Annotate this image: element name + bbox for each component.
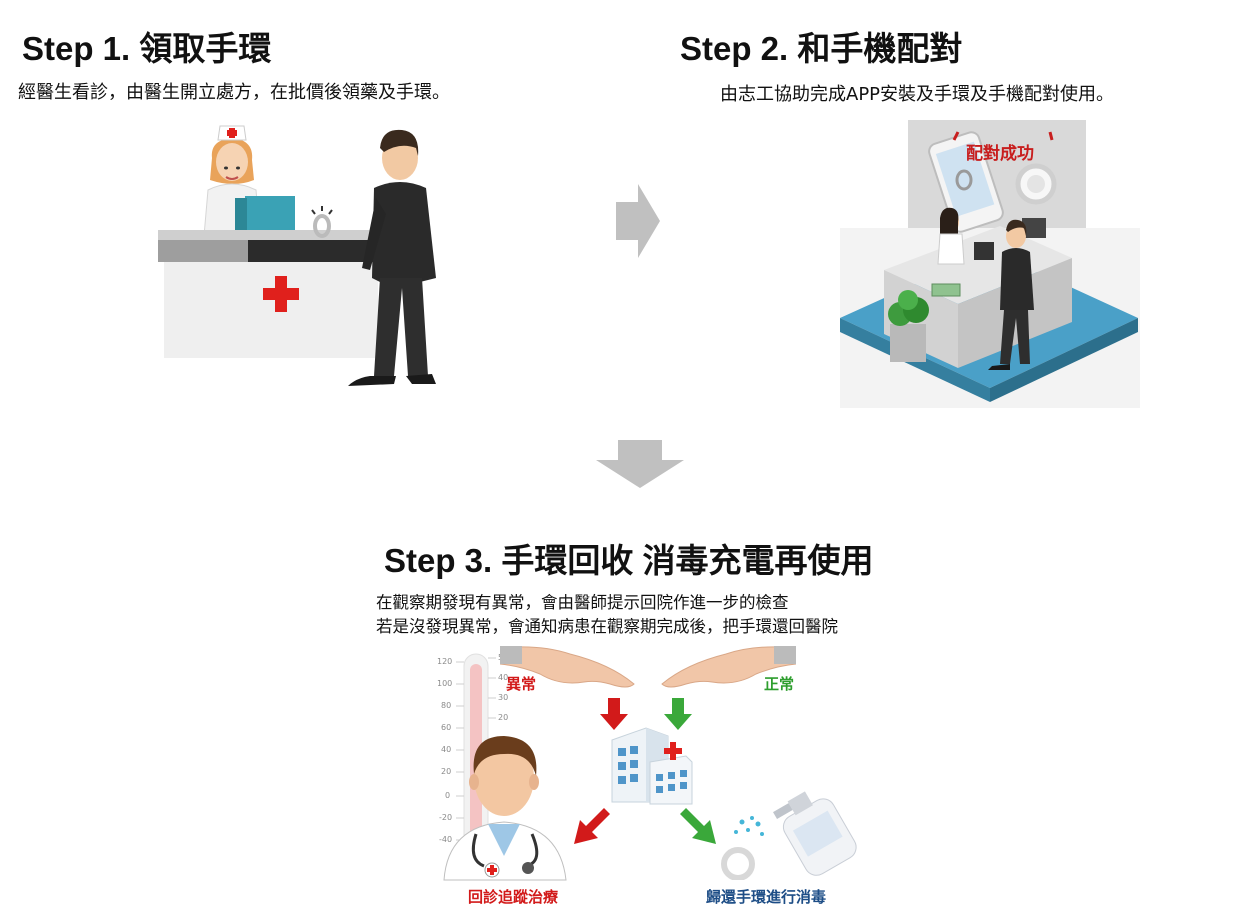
step1-title: Step 1. 領取手環 [22,30,272,67]
thermo-tick: 100 [437,679,453,688]
thermo-tick: -20 [439,813,453,822]
monitor-shape [235,196,295,234]
counter-shape [158,230,378,358]
thermo-tick: 0 [445,791,451,800]
hospital-icon [611,727,693,805]
thermo-tick: -40 [439,835,453,844]
pairing-success-badge: 配對成功 [966,144,1034,164]
plant-shape [888,290,929,362]
red-diagonal-arrow-icon [574,808,610,844]
thermo-tick: 60 [441,723,452,732]
thermo-tick: 120 [437,657,453,666]
label-abnormal: 異常 [506,675,537,693]
red-down-arrow-icon [600,698,628,730]
green-down-arrow-icon [664,698,692,730]
left-hand-shape [500,646,635,688]
step2-title: Step 2. 和手機配對 [680,30,963,67]
patient-figure [348,129,436,386]
bracelet-shape [311,206,333,238]
step3-title: Step 3. 手環回收 消毒充電再使用 [384,542,874,579]
doctor-figure [443,736,567,881]
arrow-down-icon [596,440,684,488]
step3-description-line1: 在觀察期發現有異常，會由醫師提示回院作進一步的檢查 [376,593,789,612]
label-followup: 回診追蹤治療 [468,888,559,906]
thermo-tick: 40 [498,673,509,682]
nurse-figure [203,125,261,237]
step2-illustration [840,120,1140,408]
step2-description: 由志工協助完成APP安裝及手環及手機配對使用。 [720,84,1115,105]
customer-figure [988,219,1034,370]
thermo-tick: 20 [441,767,452,776]
volunteer-figure [937,207,965,265]
right-hand-shape [661,646,796,688]
step3-description-line2: 若是沒發現異常，會通知病患在觀察期完成後，把手環還回醫院 [376,617,838,636]
thermo-tick: 80 [441,701,452,710]
thermo-tick: 30 [498,693,509,702]
step1-illustration [158,125,436,386]
thermo-tick: 40 [441,745,452,754]
label-return-bracelet: 歸還手環進行消毒 [706,888,827,906]
arrow-right-icon [616,184,660,258]
step1-description: 經醫生看診，由醫生開立處方，在批價後領藥及手環。 [18,82,450,103]
phone-shape [928,131,1004,233]
thermo-tick: 20 [498,713,509,722]
band-ring-shape [1015,163,1057,205]
green-diagonal-arrow-icon [680,808,716,844]
disinfect-spray-shape [721,791,857,880]
label-normal: 正常 [764,675,795,693]
